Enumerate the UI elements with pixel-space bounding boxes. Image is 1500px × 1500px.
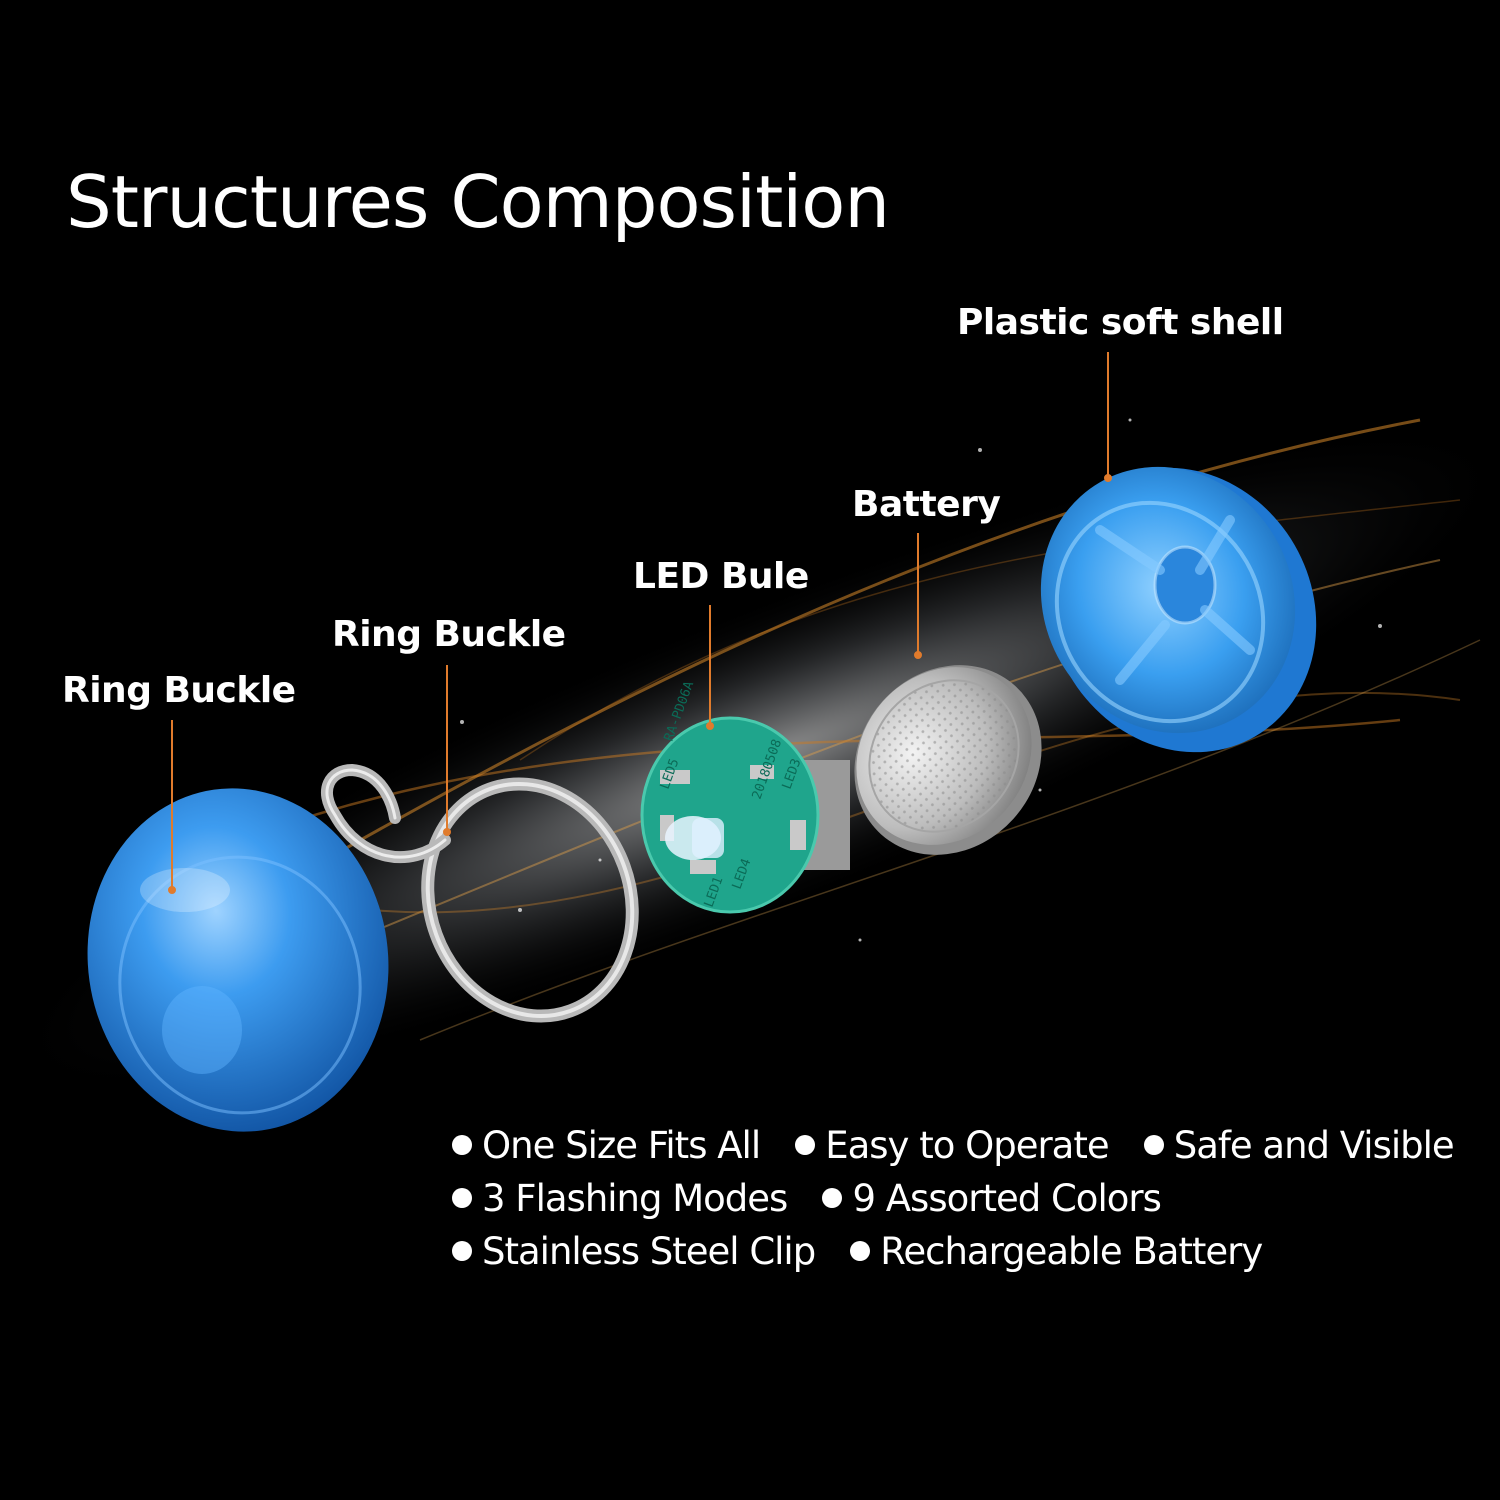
feature-text: Rechargeable Battery: [880, 1230, 1263, 1273]
feature-text: One Size Fits All: [482, 1124, 761, 1167]
feature-item: Rechargeable Battery: [850, 1228, 1263, 1276]
feature-list: One Size Fits All Easy to Operate Safe a…: [452, 1122, 1484, 1281]
feature-item: Easy to Operate: [795, 1122, 1110, 1170]
feature-text: 3 Flashing Modes: [482, 1177, 788, 1220]
feature-text: Stainless Steel Clip: [482, 1230, 816, 1273]
coin-battery: [854, 665, 1042, 855]
feature-item: Stainless Steel Clip: [452, 1228, 816, 1276]
feature-row: 3 Flashing Modes 9 Assorted Colors: [452, 1175, 1484, 1228]
bullet-icon: [452, 1241, 472, 1261]
label-led-bule: LED Bule: [633, 556, 809, 597]
bullet-icon: [1143, 1135, 1164, 1155]
feature-row: One Size Fits All Easy to Operate Safe a…: [452, 1122, 1484, 1175]
page-title: Structures Composition: [66, 160, 890, 244]
feature-text: Safe and Visible: [1173, 1124, 1455, 1167]
back-shell: [1040, 466, 1317, 753]
bullet-icon: [822, 1188, 843, 1208]
front-shell: [87, 788, 389, 1132]
label-ring-buckle-left: Ring Buckle: [62, 670, 296, 711]
feature-text: Easy to Operate: [825, 1124, 1109, 1167]
feature-item: 3 Flashing Modes: [452, 1175, 788, 1223]
label-plastic-soft-shell: Plastic soft shell: [957, 302, 1284, 343]
bullet-icon: [795, 1135, 816, 1155]
feature-item: Safe and Visible: [1143, 1122, 1455, 1170]
label-battery: Battery: [852, 484, 1001, 525]
bullet-icon: [452, 1135, 472, 1155]
bullet-icon: [452, 1188, 472, 1208]
ring-buckle-clip: [321, 763, 639, 1023]
leader-lines: [168, 352, 1112, 894]
bullet-icon: [850, 1241, 871, 1261]
feature-item: 9 Assorted Colors: [822, 1175, 1162, 1223]
label-ring-buckle-clip: Ring Buckle: [332, 614, 566, 655]
feature-text: 9 Assorted Colors: [852, 1177, 1161, 1220]
led-circuit-board: RA-PD06A 20180508 LED5 LED3 LED4 LED1: [640, 679, 850, 914]
feature-row: Stainless Steel Clip Rechargeable Batter…: [452, 1228, 1484, 1281]
feature-item: One Size Fits All: [452, 1122, 761, 1170]
